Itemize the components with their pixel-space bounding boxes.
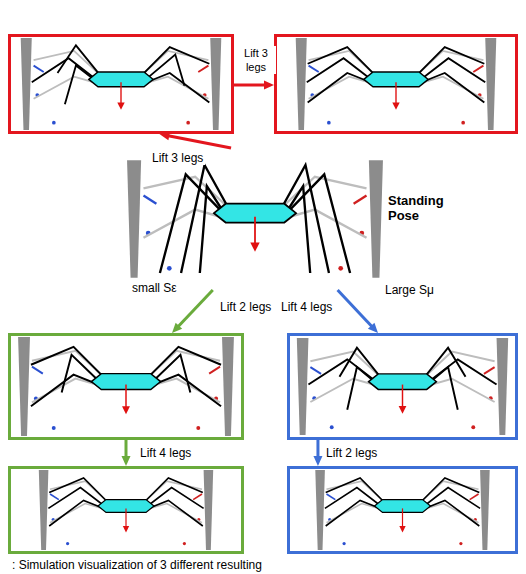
transition-label: Lift 4 legs: [279, 300, 334, 314]
arrow-shaft: [178, 290, 213, 326]
arrow-shaft: [168, 136, 231, 148]
robot-lift-four: [297, 338, 508, 435]
arrow-shaft: [338, 290, 372, 326]
transition-arrow: [172, 290, 213, 333]
robot-standing: [127, 160, 383, 277]
panel-box: [8, 466, 244, 554]
robot-lifted: [315, 470, 489, 550]
transition-label: Lift 2 legs: [218, 300, 273, 314]
pose-title: Standing Pose: [388, 193, 452, 223]
arrow-shaft: [125, 440, 128, 457]
arrow-head: [122, 456, 131, 466]
panel-box: [8, 34, 234, 134]
arrow-shaft: [234, 84, 265, 87]
robot-lifted: [39, 470, 213, 550]
transition-label: Lift 4 legs: [138, 446, 193, 460]
transition-arrow: [338, 290, 378, 333]
robot-lifted: [296, 38, 497, 130]
panel-box: [274, 34, 518, 134]
arrow-head: [172, 323, 182, 333]
figure-caption: : Simulation visualization of 3 differen…: [12, 558, 262, 572]
robot-lift-two: [18, 337, 234, 436]
arrow-head: [313, 456, 322, 466]
arrow-shaft: [316, 440, 319, 457]
parameter-label: Large Sμ: [385, 283, 434, 297]
arrow-head: [368, 323, 378, 333]
transition-arrow: [234, 81, 274, 90]
panel-box: [8, 333, 244, 440]
panel-box: [287, 466, 518, 554]
arrow-head: [264, 81, 274, 90]
transition-label: Lift 2 legs: [324, 446, 379, 460]
transition-label: Lift 3 legs: [150, 151, 205, 165]
transition-label: Lift 3 legs: [236, 46, 276, 74]
panel-box: [287, 333, 518, 440]
transition-arrow: [313, 440, 322, 466]
parameter-label: small Sε: [132, 281, 177, 295]
transition-arrow: [122, 440, 131, 466]
standing-pose-area: Standing Pose: [120, 148, 440, 290]
robot-lift-three: [21, 38, 222, 130]
